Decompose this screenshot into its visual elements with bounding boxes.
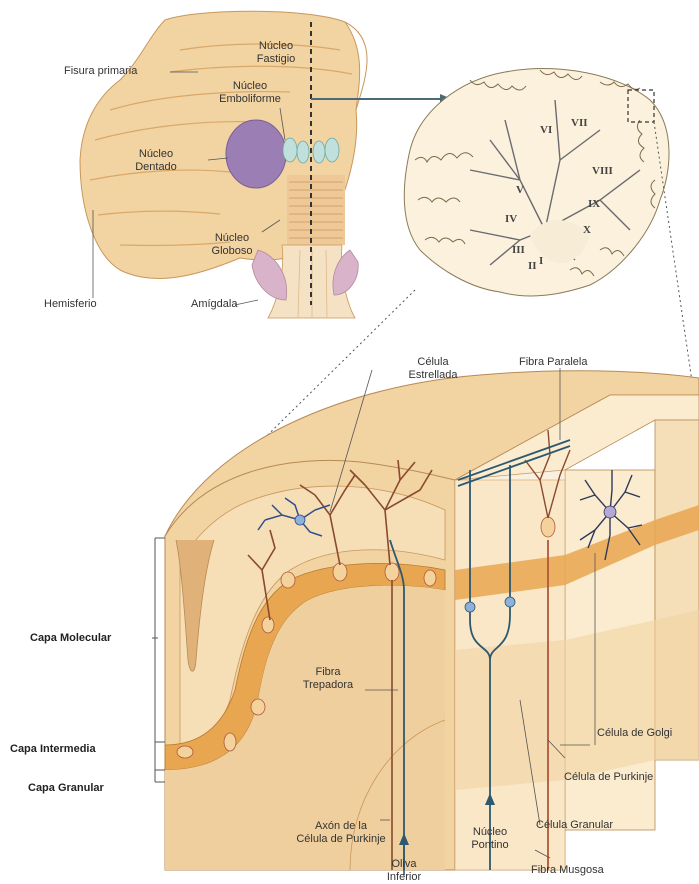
lobule-X: X — [583, 224, 591, 236]
label-nucleo-fastigio: Núcleo Fastigio — [257, 40, 296, 66]
label-line: Pontino — [471, 839, 508, 852]
lobule-II: II — [528, 260, 537, 272]
label-capa-granular: Capa Granular — [28, 782, 104, 795]
label-line: Axón de la — [296, 820, 385, 833]
label-line: Fibra — [303, 666, 353, 679]
lobule-III: III — [512, 244, 525, 256]
label-line: Núcleo — [212, 232, 253, 245]
label-line: Trepadora — [303, 679, 353, 692]
cerebellum-sagittal-section — [404, 69, 669, 296]
label-hemisferio: Hemisferio — [44, 298, 97, 311]
label-fibra-paralela: Fibra Paralela — [519, 356, 587, 369]
label-line: Emboliforme — [219, 93, 281, 106]
label-capa-intermedia: Capa Intermedia — [10, 743, 96, 756]
dentate-nucleus — [226, 120, 286, 188]
label-line: Célula de Purkinje — [296, 833, 385, 846]
label-line: Estrellada — [409, 369, 458, 382]
label-line: Dentado — [135, 161, 177, 174]
lobule-IV: IV — [505, 213, 517, 225]
label-nucleo-pontino: Núcleo Pontino — [471, 826, 508, 852]
label-line: Célula — [409, 356, 458, 369]
label-axon-purkinje: Axón de la Célula de Purkinje — [296, 820, 385, 846]
lobule-I: I — [539, 255, 543, 267]
label-nucleo-dentado: Núcleo Dentado — [135, 148, 177, 174]
label-fibra-trepadora: Fibra Trepadora — [303, 666, 353, 692]
label-amigdala: Amígdala — [191, 298, 237, 311]
label-fibra-musgosa: Fibra Musgosa — [531, 864, 604, 877]
label-celula-granular: Célula Granular — [536, 819, 613, 832]
lobule-V: V — [516, 184, 524, 196]
label-line: Núcleo — [257, 40, 296, 53]
cortex-layer-block — [152, 368, 699, 875]
lobule-IX: IX — [588, 198, 600, 210]
label-line: Inferior — [387, 871, 421, 884]
label-fisura-primaria: Fisura primaria — [64, 65, 137, 78]
label-line: Oliva — [387, 858, 421, 871]
label-nucleo-emboliforme: Núcleo Emboliforme — [219, 80, 281, 106]
lobule-VII: VII — [571, 117, 588, 129]
label-capa-molecular: Capa Molecular — [30, 632, 111, 645]
label-celula-golgi: Célula de Golgi — [597, 727, 672, 740]
label-line: Núcleo — [135, 148, 177, 161]
label-celula-estrellada: Célula Estrellada — [409, 356, 458, 382]
label-line: Globoso — [212, 245, 253, 258]
lobule-VIII: VIII — [592, 165, 613, 177]
label-celula-purkinje: Célula de Purkinje — [564, 771, 653, 784]
label-nucleo-globoso: Núcleo Globoso — [212, 232, 253, 258]
label-line: Fastigio — [257, 53, 296, 66]
label-oliva-inferior: Oliva Inferior — [387, 858, 421, 884]
label-line: Núcleo — [471, 826, 508, 839]
label-line: Núcleo — [219, 80, 281, 93]
lobule-VI: VI — [540, 124, 552, 136]
